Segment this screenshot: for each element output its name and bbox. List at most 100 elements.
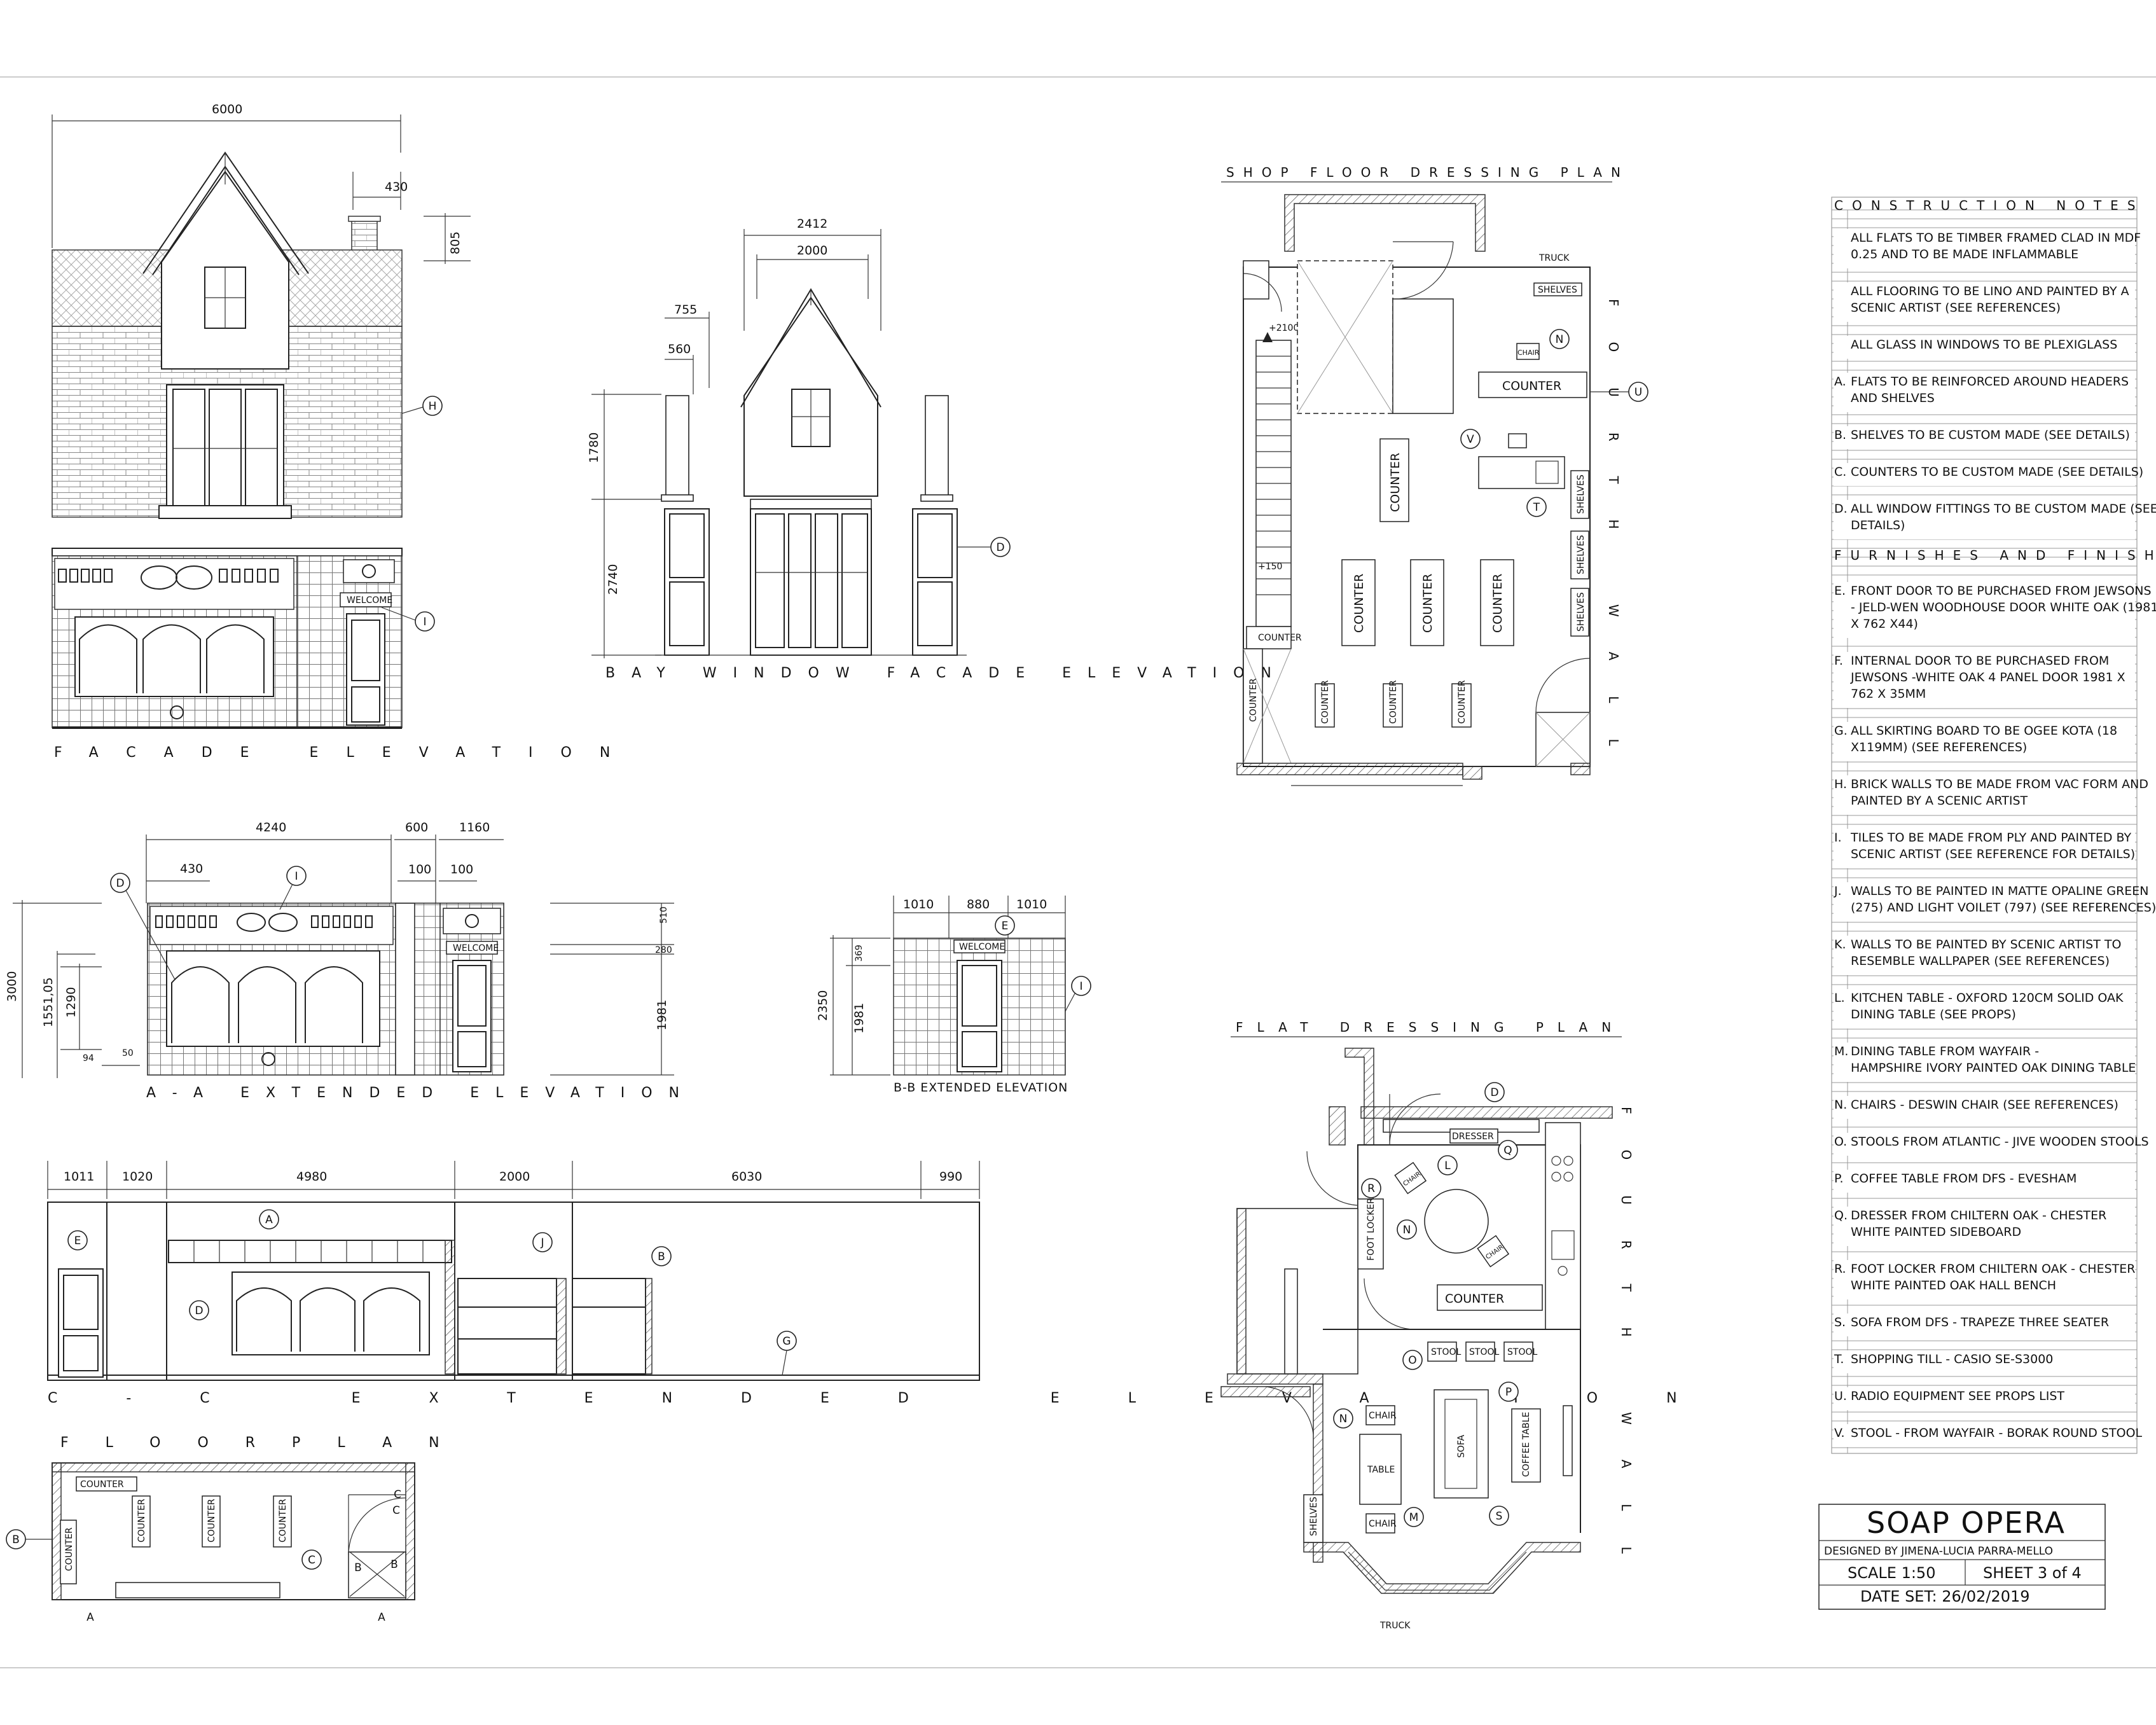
shop-chair: CHAIR (1517, 349, 1540, 357)
floorplan: COUNTER COUNTER COUNTER COUNTER COUNTER (52, 1462, 415, 1600)
title-block-scale: SCALE 1:50 (1848, 1564, 1935, 1582)
dim-aa-b: 600 (405, 821, 428, 835)
dim-aa-r3: 1981 (655, 1000, 669, 1030)
note-text-line: ALL SKIRTING BOARD TO BE OGEE KOTA (18 (1851, 724, 2117, 738)
note-key: C. (1834, 465, 1846, 479)
tag-b3-floorplan: B (390, 1558, 398, 1571)
dim-chimney-height: 805 (448, 232, 462, 254)
shop-level-150: +150 (1258, 562, 1282, 572)
note-background (1834, 1387, 2135, 1410)
flat-stool-2: STOOL (1469, 1347, 1499, 1357)
note-text-line: X119MM) (SEE REFERENCES) (1851, 740, 2027, 754)
note-key: A. (1834, 375, 1846, 389)
dim-bay-s1: 755 (674, 303, 697, 317)
note-text-line: SCENIC ARTIST (SEE REFERENCES) (1851, 301, 2061, 315)
shop-counter-b: COUNTER (1421, 574, 1435, 633)
svg-text:O: O (1408, 1354, 1416, 1367)
flat-table: TABLE (1367, 1465, 1395, 1475)
finishes-note-13: Q.DRESSER FROM CHILTERN OAK - CHESTERWHI… (1834, 1207, 2135, 1246)
note-text-line: INTERNAL DOOR TO BE PURCHASED FROM (1851, 654, 2109, 668)
tag-c3-floorplan: C (392, 1504, 400, 1517)
tag-c2-floorplan: C (394, 1488, 401, 1501)
dim-chimney: 430 (385, 180, 408, 194)
note-key: R. (1834, 1262, 1846, 1276)
shop-shelves-3: SHELVES (1576, 592, 1586, 632)
finishes-note-15: S.SOFA FROM DFS - TRAPEZE THREE SEATER (1834, 1313, 2135, 1336)
note-text-line: WALLS TO BE PAINTED BY SCENIC ARTIST TO (1851, 938, 2121, 952)
note-background (1834, 829, 2135, 868)
svg-text:R: R (1367, 1182, 1375, 1195)
dim-cc-b: 1020 (122, 1170, 153, 1184)
svg-text:S: S (1496, 1510, 1503, 1523)
note-text-line: STOOLS FROM ATLANTIC - JIVE WOODEN STOOL… (1851, 1135, 2149, 1149)
bb-welcome-sign: WELCOME (959, 942, 1005, 952)
note-background (1834, 1350, 2135, 1373)
svg-text:L: L (1444, 1160, 1451, 1172)
dim-bay-s2: 560 (668, 342, 691, 356)
svg-text:Q: Q (1503, 1144, 1512, 1157)
construction-note-2: ALL FLOORING TO BE LINO AND PAINTED BY A… (1834, 282, 2135, 322)
bb-label: B-B EXTENDED ELEVATION (894, 1081, 1068, 1095)
flat-plan: DRESSER FOOT LOCKER CHAIR CHAIR COUNTER … (1220, 1048, 1613, 1631)
svg-text:A: A (265, 1214, 273, 1226)
finishes-note-10: N.CHAIRS - DESWIN CHAIR (SEE REFERENCES) (1834, 1096, 2135, 1119)
note-key: J. (1834, 884, 1842, 898)
svg-text:T: T (1533, 501, 1540, 514)
svg-text:N: N (1339, 1413, 1348, 1425)
dim-bay-h1: 1780 (587, 433, 601, 463)
finishes-note-8: L.KITCHEN TABLE - OXFORD 120CM SOLID OAK… (1834, 989, 2135, 1029)
tag-r-flat (1361, 1178, 1381, 1198)
fp-counter-2: COUNTER (207, 1499, 217, 1542)
finishes-note-2: F.INTERNAL DOOR TO BE PURCHASED FROMJEWS… (1834, 652, 2135, 708)
note-background (1834, 1133, 2135, 1156)
note-text-line: 0.25 AND TO BE MADE INFLAMMABLE (1851, 247, 2078, 261)
svg-text:J: J (540, 1237, 544, 1249)
note-text-line: - JELD-WEN WOODHOUSE DOOR WHITE OAK (198… (1851, 600, 2156, 614)
tag-n2-flat (1333, 1408, 1353, 1429)
shop-counter-d: COUNTER (1258, 633, 1302, 643)
dim-bay-w2: 2000 (797, 244, 827, 258)
note-background (1834, 463, 2135, 486)
tag-e-bb (995, 915, 1015, 936)
notes-header-construction: CONSTRUCTION NOTES (1834, 198, 2145, 213)
note-background (1834, 989, 2135, 1029)
note-text-line: SCENIC ARTIST (SEE REFERENCE FOR DETAILS… (1851, 847, 2135, 861)
svg-text:I: I (294, 870, 298, 883)
note-background (1834, 373, 2135, 412)
finishes-note-6: J. WALLS TO BE PAINTED IN MATTE OPALINE G… (1834, 882, 2156, 922)
dim-bb-h3: 1981 (852, 1003, 866, 1034)
tag-b2-floorplan: B (354, 1562, 362, 1574)
dim-aa-r1: 510 (659, 906, 669, 924)
dim-aa-r2: 280 (655, 945, 672, 955)
svg-text:D: D (996, 541, 1004, 554)
note-text-line: TILES TO BE MADE FROM PLY AND PAINTED BY (1850, 831, 2132, 845)
note-background (1834, 500, 2135, 539)
dim-aa-d: 430 (180, 862, 203, 876)
note-text-line: DINING TABLE (SEE PROPS) (1851, 1008, 2016, 1022)
finishes-note-7: K.WALLS TO BE PAINTED BY SCENIC ARTIST T… (1834, 936, 2135, 975)
note-text-line: ALL FLOORING TO BE LINO AND PAINTED BY A (1851, 284, 2129, 298)
shop-plan-label: SHOP FLOOR DRESSING PLAN (1226, 165, 1629, 180)
dim-bb-c: 1010 (1016, 897, 1047, 911)
note-text-line: WALLS TO BE PAINTED IN MATTE OPALINE GRE… (1851, 884, 2149, 898)
svg-text:P: P (1505, 1386, 1512, 1399)
shop-stairs (1256, 356, 1291, 595)
title-block-title: SOAP OPERA (1867, 1506, 2066, 1540)
note-background (1834, 1043, 2135, 1082)
construction-note-3: ALL GLASS IN WINDOWS TO BE PLEXIGLASS (1834, 336, 2135, 359)
note-background (1834, 775, 2135, 815)
dim-aa-e: 100 (408, 862, 431, 876)
title-block-date: DATE SET: 26/02/2019 (1860, 1588, 2030, 1605)
note-key: P. (1834, 1172, 1844, 1186)
shop-counter-e: COUNTER (1248, 678, 1259, 722)
dim-aa-h5: 50 (122, 1048, 134, 1058)
note-text-line: RADIO EQUIPMENT SEE PROPS LIST (1851, 1389, 2064, 1403)
dim-bb-h1: 2350 (816, 990, 830, 1021)
finishes-note-14: R. FOOT LOCKER FROM CHILTERN OAK - CHESTE… (1834, 1260, 2135, 1299)
shop-counter-f: COUNTER (1320, 680, 1330, 724)
title-block-designer: DESIGNED BY JIMENA-LUCIA PARRA-MELLO (1824, 1545, 2053, 1558)
fourth-wall-flat: FOURTH WALL (1619, 1107, 1634, 1590)
finishes-note-4: H.BRICK WALLS TO BE MADE FROM VAC FORM A… (1834, 775, 2148, 815)
note-text-line: FOOT LOCKER FROM CHILTERN OAK - CHESTER (1851, 1262, 2135, 1276)
